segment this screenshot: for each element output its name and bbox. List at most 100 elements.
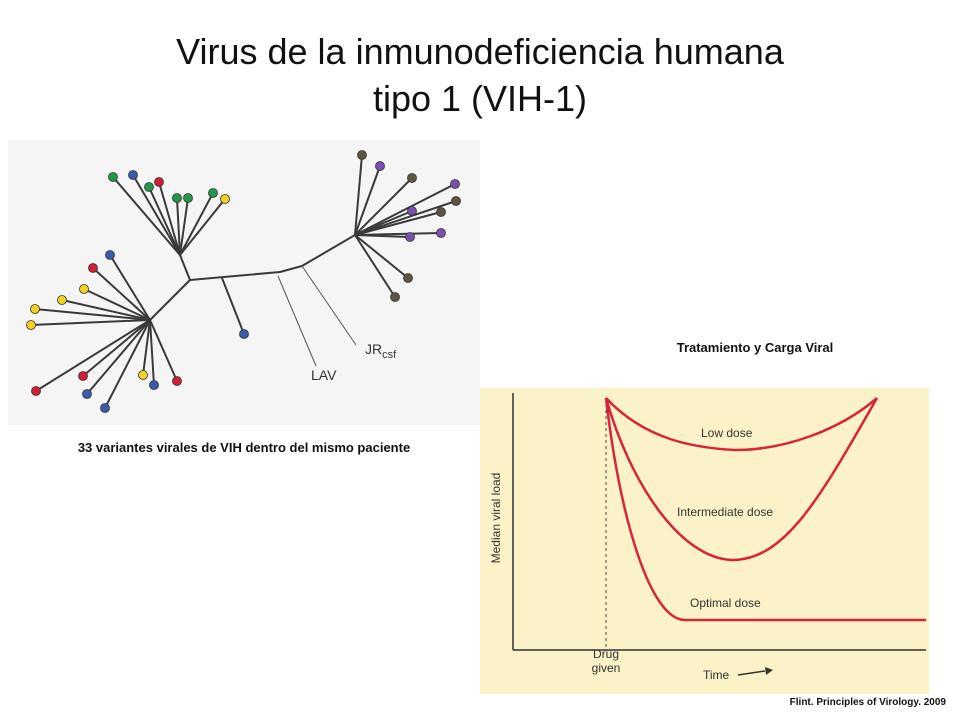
variant-node-blue bbox=[239, 329, 249, 339]
variant-node-brown bbox=[357, 150, 367, 160]
variant-node-yellow bbox=[79, 284, 89, 294]
label-leader-lines bbox=[277, 265, 357, 367]
tree-branch bbox=[82, 319, 151, 377]
variant-node-red bbox=[154, 177, 164, 187]
tree-branch bbox=[61, 299, 151, 321]
jr-csf-label: JRcsf bbox=[365, 341, 397, 361]
tree-branch bbox=[354, 177, 413, 236]
tree-branch bbox=[301, 234, 356, 267]
variant-node-yellow bbox=[138, 370, 148, 380]
variant-node-yellow bbox=[30, 304, 40, 314]
intermediate-dose-curve bbox=[604, 397, 879, 562]
variant-node-purple bbox=[450, 179, 460, 189]
label-leader-line bbox=[277, 275, 317, 367]
tree-branch bbox=[179, 197, 189, 256]
tree-branch bbox=[354, 234, 409, 279]
lav-label: LAV bbox=[311, 367, 337, 383]
tree-branch bbox=[149, 319, 178, 382]
variant-node-brown bbox=[407, 173, 417, 183]
variant-node-brown bbox=[403, 273, 413, 283]
tree-branch bbox=[179, 198, 226, 256]
label-leader-line bbox=[301, 265, 357, 346]
tree-branch bbox=[354, 210, 413, 236]
tree-branches bbox=[30, 154, 457, 409]
tree-branch bbox=[176, 197, 181, 256]
time-arrow-shaft bbox=[737, 670, 766, 676]
viral-load-graph-figure: Low dose Intermediate dose Optimal dose … bbox=[480, 388, 929, 694]
variant-node-red bbox=[78, 371, 88, 381]
tree-branch bbox=[354, 154, 363, 236]
tree-branch bbox=[354, 234, 411, 238]
tree-branch bbox=[34, 308, 151, 321]
variant-node-green bbox=[172, 193, 182, 203]
variant-node-green bbox=[208, 188, 218, 198]
tree-branch bbox=[158, 181, 181, 256]
tree-branch bbox=[354, 200, 457, 236]
optimal-dose-curve bbox=[604, 397, 926, 622]
variant-node-purple bbox=[375, 161, 385, 171]
tree-branch bbox=[149, 279, 191, 321]
phylogenetic-tree-figure: LAV JRcsf bbox=[8, 140, 480, 425]
variant-node-blue bbox=[82, 389, 92, 399]
tree-branch bbox=[109, 254, 151, 321]
variant-node-purple bbox=[436, 228, 446, 238]
variant-node-blue bbox=[128, 170, 138, 180]
tree-branch bbox=[354, 234, 396, 298]
variant-node-red bbox=[31, 386, 41, 396]
tree-branch bbox=[354, 165, 381, 236]
x-axis-label: Time bbox=[703, 668, 730, 682]
tree-branch bbox=[179, 192, 214, 256]
tree-branch bbox=[83, 288, 151, 321]
variant-node-blue bbox=[100, 403, 110, 413]
tree-branch bbox=[354, 183, 456, 236]
variant-node-yellow bbox=[220, 194, 230, 204]
tree-branch bbox=[92, 267, 151, 321]
tree-branch bbox=[149, 319, 155, 386]
variant-node-green bbox=[108, 172, 118, 182]
variant-node-brown bbox=[390, 292, 400, 302]
variant-node-red bbox=[172, 376, 182, 386]
tree-branch bbox=[354, 211, 442, 236]
time-arrow-head bbox=[765, 667, 773, 675]
tree-branch bbox=[148, 186, 181, 256]
variant-node-blue bbox=[149, 380, 159, 390]
tree-branch bbox=[112, 176, 181, 256]
tree-branch bbox=[30, 319, 151, 326]
tree-branch bbox=[179, 254, 191, 281]
variant-node-purple bbox=[407, 206, 417, 216]
phylogenetic-tree: LAV JRcsf bbox=[26, 150, 461, 413]
low-dose-label: Low dose bbox=[701, 426, 753, 440]
optimal-dose-label: Optimal dose bbox=[690, 596, 761, 610]
variant-node-brown bbox=[451, 196, 461, 206]
tree-caption: 33 variantes virales de VIH dentro del m… bbox=[77, 440, 411, 455]
tree-branch bbox=[86, 319, 151, 395]
source-credit: Flint. Principles of Virology. 2009 bbox=[789, 697, 946, 708]
tree-branch bbox=[104, 319, 151, 409]
variant-node-red bbox=[88, 263, 98, 273]
jr-label: JR bbox=[365, 341, 382, 357]
variant-node-green bbox=[144, 182, 154, 192]
variant-node-purple bbox=[405, 232, 415, 242]
variant-node-brown bbox=[436, 207, 446, 217]
drug-label-line-2: given bbox=[592, 661, 621, 675]
variant-node-yellow bbox=[26, 320, 36, 330]
variant-node-yellow bbox=[57, 295, 67, 305]
tree-branch bbox=[279, 265, 303, 273]
slide-title: Virus de la inmunodeficiencia humana tip… bbox=[0, 28, 960, 122]
variant-node-green bbox=[183, 193, 193, 203]
slide-title-line-2: tipo 1 (VIH-1) bbox=[372, 78, 588, 119]
jr-subscript: csf bbox=[382, 349, 397, 361]
tree-branch bbox=[132, 174, 181, 256]
drug-label-line-1: Drug bbox=[593, 647, 619, 661]
intermediate-dose-label: Intermediate dose bbox=[677, 505, 773, 519]
tree-branch bbox=[35, 319, 151, 392]
tree-leaf-nodes bbox=[26, 150, 461, 413]
variant-node-blue bbox=[105, 250, 115, 260]
low-dose-curve bbox=[605, 397, 878, 452]
viral-load-graph: Low dose Intermediate dose Optimal dose … bbox=[480, 388, 929, 694]
tree-branch bbox=[221, 277, 245, 335]
y-axis-label: Median viral load bbox=[489, 473, 503, 564]
tree-branch bbox=[142, 319, 151, 376]
tree-branch bbox=[189, 271, 281, 281]
slide-title-line-1: Virus de la inmunodeficiencia humana bbox=[176, 31, 784, 72]
